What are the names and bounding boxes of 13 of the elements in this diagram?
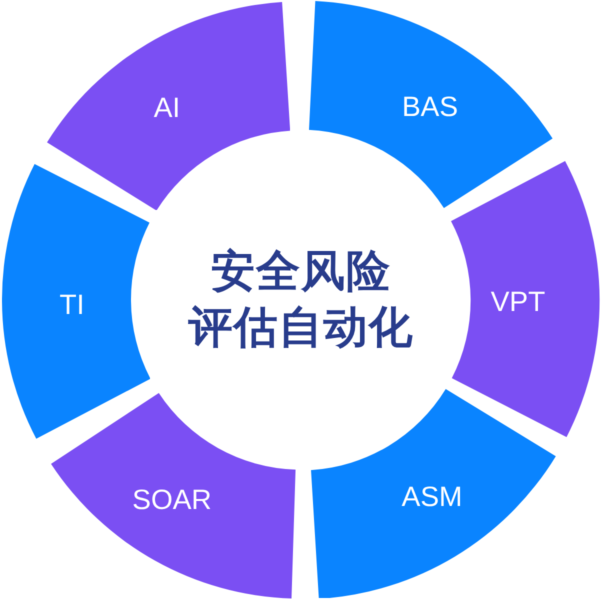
ring-segment [2, 164, 150, 439]
ring-segment [309, 1, 553, 208]
ring-segment [51, 393, 296, 599]
segment-label: ASM [402, 480, 462, 513]
segment-label: AI [154, 92, 180, 124]
ring-segment [47, 2, 290, 210]
segment-label: TI [60, 288, 84, 321]
ring-segment [451, 160, 600, 437]
segment-label: VPT [490, 286, 546, 318]
ring-segment [311, 388, 556, 598]
segment-label: SOAR [132, 484, 212, 516]
segment-label: BAS [402, 90, 458, 123]
center-title: 安全风险评估自动化 [188, 244, 414, 356]
